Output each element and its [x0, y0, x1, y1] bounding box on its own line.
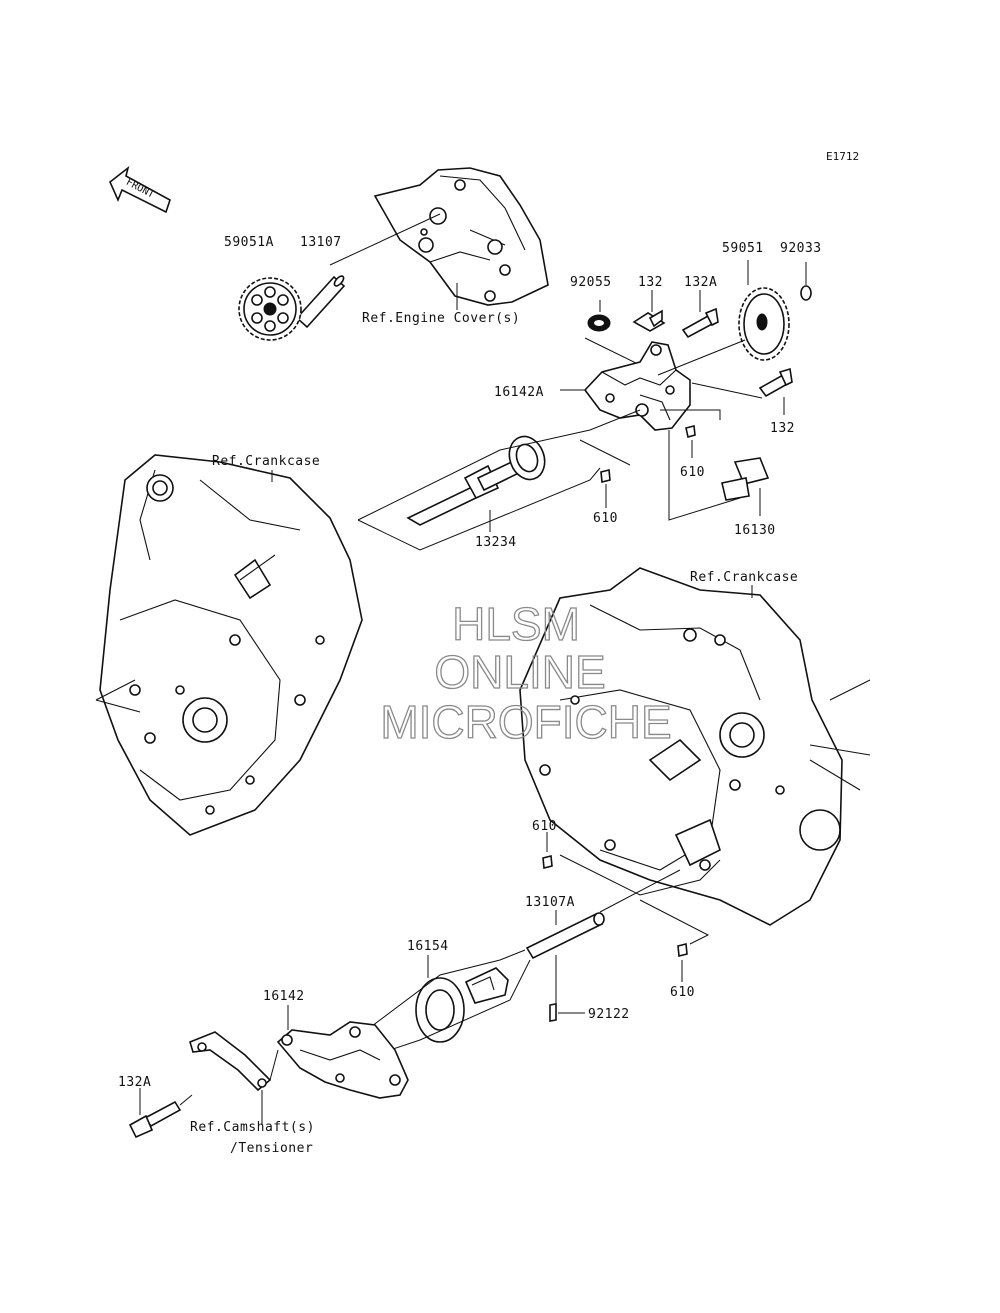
part-16130-fitting [721, 457, 770, 501]
label-16154: 16154 [407, 939, 449, 954]
label-13107: 13107 [300, 235, 342, 250]
label-92033: 92033 [780, 241, 822, 256]
left-crankcase-drawing [95, 454, 363, 836]
label-132A-bottom: 132A [118, 1075, 151, 1090]
ref-camshaft-line1: Ref.Camshaft(s) [190, 1120, 315, 1135]
watermark-line2: ONLINE [434, 646, 605, 698]
label-16142A: 16142A [494, 385, 544, 400]
label-13107A: 13107A [525, 895, 575, 910]
diagram-code: E1712 [826, 150, 859, 163]
part-92122-pin [549, 1003, 557, 1022]
label-13234: 13234 [475, 535, 517, 550]
watermark-line1: HLSM [452, 598, 580, 650]
part-132A-bolt-top [681, 307, 719, 339]
part-13107-pin [295, 275, 346, 329]
label-16130: 16130 [734, 523, 776, 538]
label-132-right: 132 [770, 421, 795, 436]
label-92055: 92055 [570, 275, 612, 290]
part-610-dowel-lower-right [677, 942, 688, 958]
ref-camshaft-line2: /Tensioner [230, 1141, 313, 1156]
label-59051: 59051 [722, 241, 764, 256]
watermark-line3: MICROFICHE [380, 696, 671, 748]
engine-cover-drawing [373, 167, 549, 306]
part-132-bolt-right [758, 367, 793, 398]
part-132-bolt-top [632, 309, 666, 332]
part-59051A-gear [238, 277, 302, 341]
label-610-b: 610 [593, 511, 618, 526]
part-13234-shaft [406, 435, 546, 526]
label-132A-top: 132A [684, 275, 717, 290]
ref-crankcase-right: Ref.Crankcase [690, 570, 798, 585]
ref-engine-cover: Ref.Engine Cover(s) [362, 311, 520, 326]
label-610-d: 610 [670, 985, 695, 1000]
part-16142A-pump-body [583, 341, 691, 431]
part-610-dowel-lower-left [542, 854, 553, 870]
label-16142: 16142 [263, 989, 305, 1004]
label-610-a: 610 [680, 465, 705, 480]
part-610-dowel-upper-right [685, 425, 696, 439]
part-16142-pump-body [276, 1021, 409, 1099]
watermark: HLSM ONLINE MICROFICHE [380, 597, 673, 748]
part-59051-gear [738, 287, 790, 361]
label-59051A: 59051A [224, 235, 274, 250]
camshaft-tensioner-drawing [189, 1031, 272, 1092]
label-92122: 92122 [588, 1007, 630, 1022]
label-132-top: 132 [638, 275, 663, 290]
part-13107A-shaft [525, 912, 605, 960]
part-16154-rotors [415, 967, 509, 1043]
part-610-dowel-upper-left [600, 468, 611, 484]
right-crankcase-drawing [519, 567, 871, 926]
part-132A-bolt-bottom [128, 1100, 182, 1139]
part-92055-washer [587, 314, 611, 332]
ref-crankcase-left: Ref.Crankcase [212, 454, 320, 469]
front-arrow-icon: FRONT [109, 165, 171, 214]
label-610-c: 610 [532, 819, 557, 834]
part-92033-circlip [800, 285, 812, 301]
